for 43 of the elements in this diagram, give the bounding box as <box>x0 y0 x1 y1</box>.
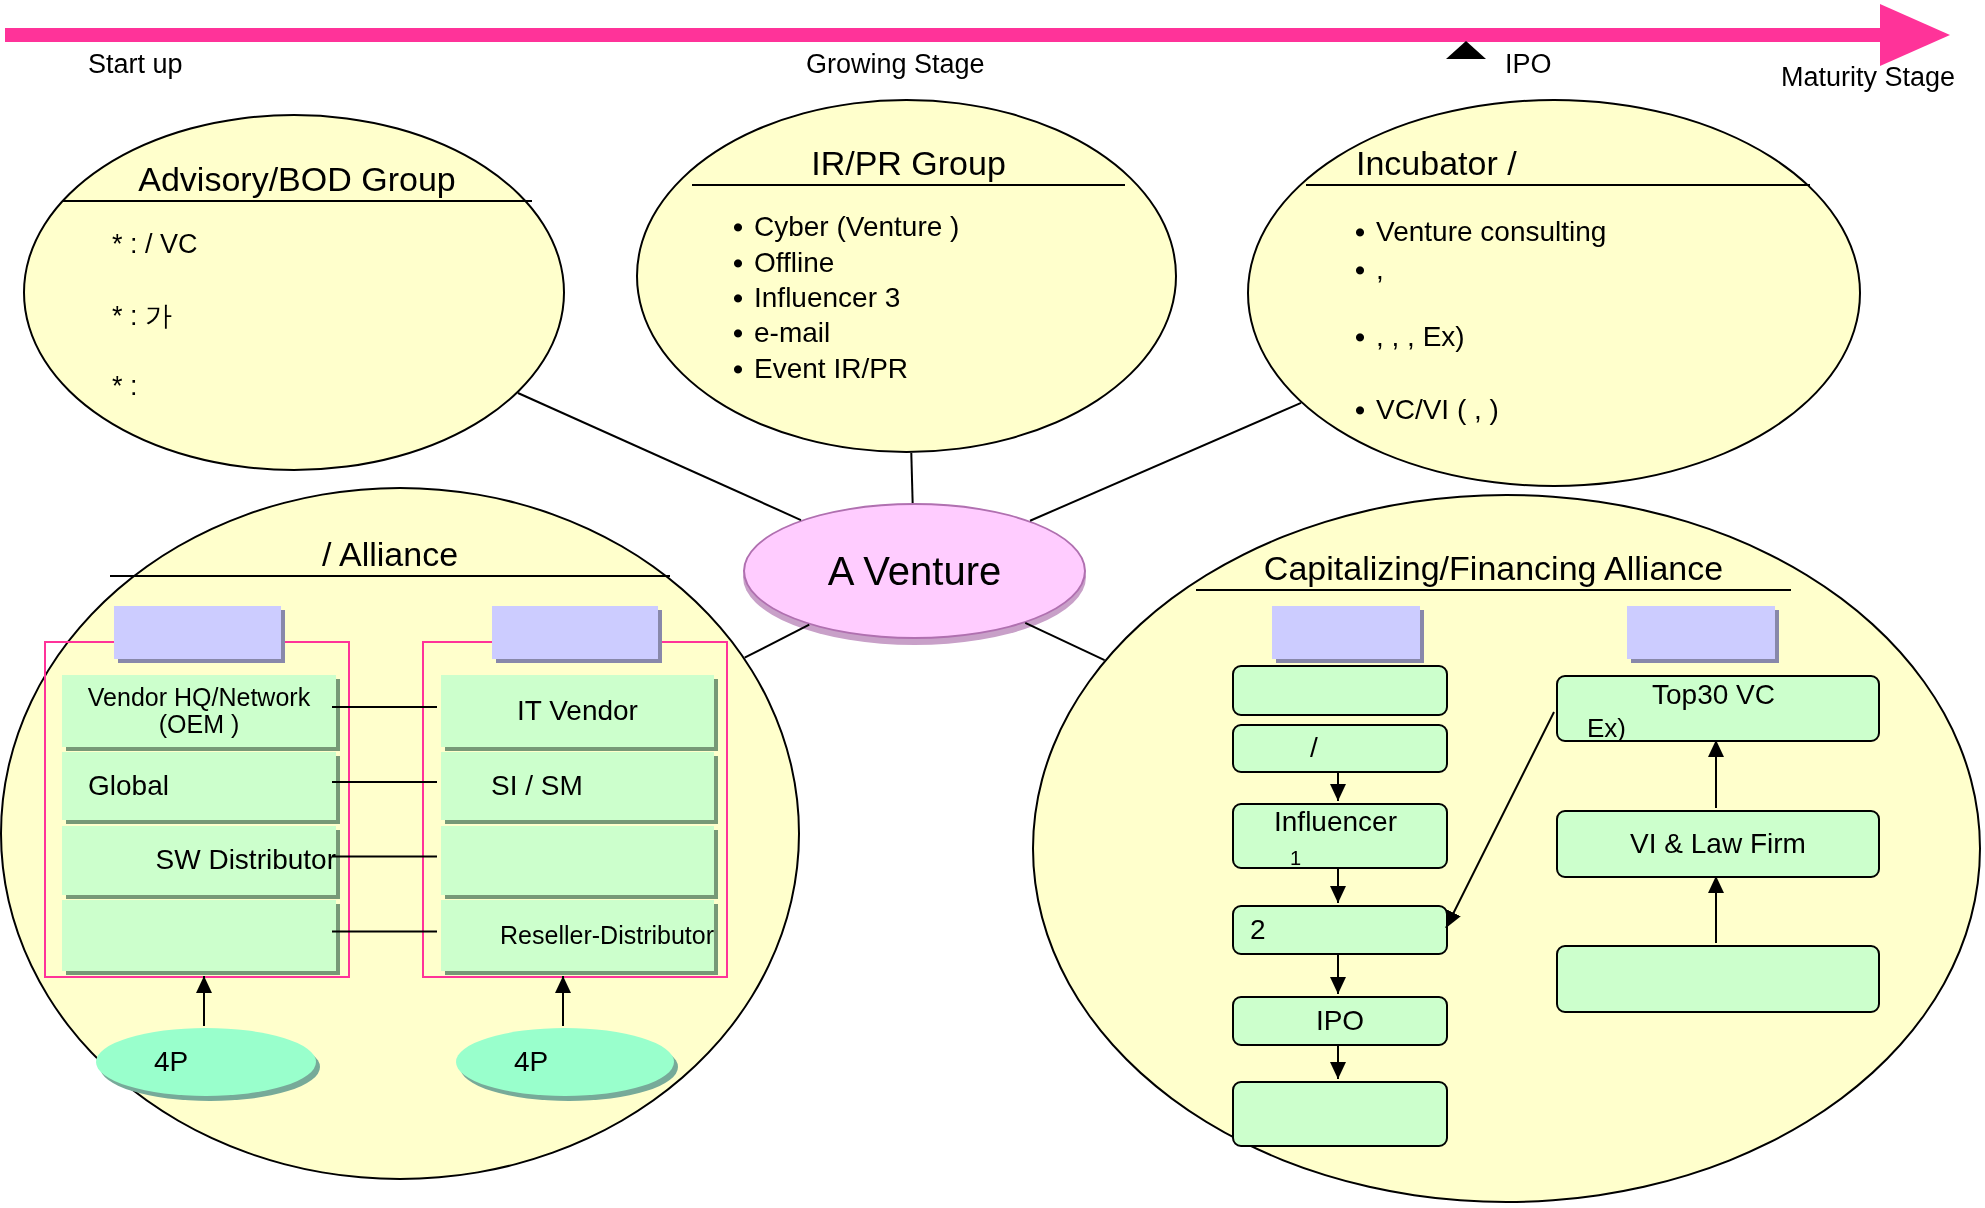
connector-line <box>516 392 802 522</box>
box-text: Top30 VC <box>1652 680 1775 711</box>
box-text: Influencer <box>1274 807 1397 838</box>
group-heading: / Alliance <box>110 532 670 577</box>
arrow <box>1330 952 1346 995</box>
step-box <box>1556 945 1880 1013</box>
step-box: 2 <box>1232 905 1448 955</box>
arrow <box>1708 739 1724 809</box>
arrow <box>1708 875 1724 944</box>
arrow <box>1445 711 1555 929</box>
arrow <box>555 975 571 1027</box>
step-box <box>1232 665 1448 716</box>
connector-line <box>331 781 438 783</box>
step-box <box>1556 675 1880 742</box>
group-heading: IR/PR Group <box>692 136 1125 186</box>
connector-line <box>910 451 914 504</box>
group-heading: Incubator / <box>1306 130 1810 186</box>
connector-line <box>1029 401 1303 522</box>
step-box <box>1232 1081 1448 1147</box>
group-frame <box>44 641 350 978</box>
step-box: / <box>1232 724 1448 773</box>
step-box: VI & Law Firm <box>1556 810 1880 878</box>
stage-label: IPO <box>1505 50 1552 80</box>
stage-label: Growing Stage <box>806 50 985 80</box>
connector-line <box>331 706 438 708</box>
step-box: IPO <box>1232 996 1448 1046</box>
connector-line <box>331 855 438 858</box>
body-text: * : <box>112 372 138 402</box>
arrow <box>1330 770 1346 802</box>
group-heading: Capitalizing/Financing Alliance <box>1196 547 1791 591</box>
box-text: 1 <box>1290 847 1302 869</box>
box-text: Ex) <box>1587 714 1626 743</box>
arrow <box>1330 1043 1346 1080</box>
body-text: * : 가 <box>112 302 172 332</box>
arrow <box>196 975 212 1027</box>
step-box <box>1232 803 1448 869</box>
connector-line <box>331 930 438 933</box>
group-frame <box>422 641 728 978</box>
group-heading: Advisory/BOD Group <box>62 150 532 202</box>
stage-label: Maturity Stage <box>1781 63 1956 93</box>
stage-label: Start up <box>88 50 183 80</box>
body-text: * : / VC <box>112 230 198 260</box>
arrow <box>1330 866 1346 904</box>
